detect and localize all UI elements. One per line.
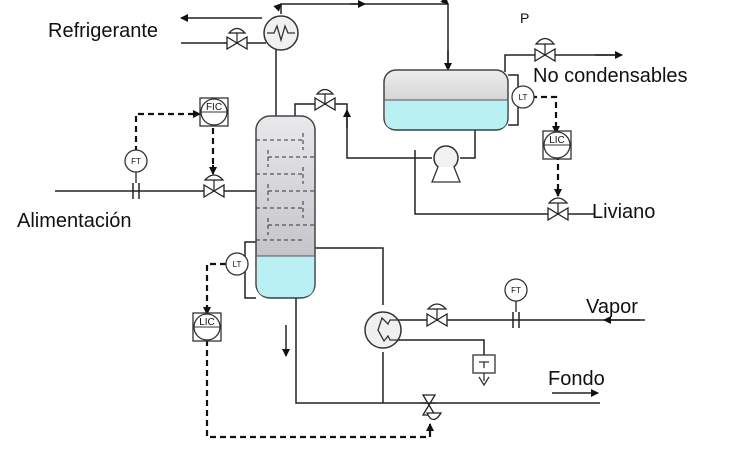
ft-feed-label: FT [131, 157, 141, 166]
refrigerante-label: Refrigerante [48, 20, 158, 42]
condensate-trap-pipe [398, 339, 485, 355]
bottoms-pipe [295, 298, 600, 404]
pressure-label: P [520, 10, 529, 26]
condenser [263, 15, 299, 51]
column-liquid [256, 256, 315, 297]
trap-symbol [479, 361, 489, 368]
reboiler-return-pipe [285, 247, 384, 305]
pump-base [431, 166, 461, 183]
bottoms-control-valve[interactable] [421, 394, 443, 421]
refrigerant-valve[interactable] [226, 27, 248, 51]
lt-column-label: LT [233, 260, 242, 269]
reflux-drum [383, 69, 509, 131]
no-condensables-label: No condensables [533, 65, 688, 87]
alimentacion-label: Alimentación [17, 210, 132, 232]
ft-to-fic-signal [134, 112, 194, 152]
trap-drain [478, 373, 490, 387]
condenser-coil [267, 24, 295, 43]
lic-column-instrument[interactable]: LIC [192, 312, 222, 342]
fic-instrument[interactable]: FIC [199, 97, 229, 127]
steam-orifice [512, 312, 520, 328]
reboiler [364, 311, 402, 349]
lt-column-instrument[interactable]: LT [225, 252, 249, 276]
reboiler-coil [377, 316, 398, 343]
drum-liquid [384, 100, 508, 129]
control-signals [134, 95, 562, 439]
fic-label: FIC [206, 102, 222, 113]
ft-feed-instrument[interactable]: FT [124, 149, 148, 173]
lt-to-lic-column-signal [205, 262, 226, 314]
pump-casing [433, 145, 459, 171]
vent-pressure-valve[interactable] [534, 37, 556, 63]
reflux-valve[interactable] [314, 88, 336, 112]
lic-to-bottoms-valve-signal [205, 340, 432, 439]
reflux-pump [431, 145, 461, 183]
feed-orifice [132, 183, 140, 199]
ft-steam-label: FT [511, 286, 521, 295]
condenser-shell [263, 15, 299, 51]
lic-drum-label: LIC [549, 135, 565, 146]
drum-outlet-pipe [460, 128, 476, 159]
lic-drum-instrument[interactable]: LIC [542, 130, 572, 160]
steam-trap [472, 354, 496, 387]
lt-to-lic-drum-signal [531, 95, 558, 132]
liviano-label: Liviano [592, 201, 655, 223]
column-trays [256, 133, 315, 241]
lic-column-label: LIC [199, 317, 215, 328]
feed-control-valve[interactable] [203, 174, 225, 199]
column-body [255, 115, 316, 299]
fondo-label: Fondo [548, 368, 605, 390]
vapor-label: Vapor [586, 296, 638, 318]
distillate-pipe [414, 150, 595, 215]
reboiler-shell [364, 311, 402, 349]
ft-steam-instrument[interactable]: FT [504, 278, 528, 302]
reflux-pipe [294, 103, 432, 159]
steam-control-valve[interactable] [426, 303, 448, 328]
distillate-control-valve[interactable] [547, 197, 569, 222]
vent-pipe [504, 54, 620, 72]
lt-drum-instrument[interactable]: LT [511, 85, 535, 109]
condensate-pipe [273, 0, 449, 70]
distillation-column [255, 115, 316, 299]
lt-drum-label: LT [519, 93, 528, 102]
